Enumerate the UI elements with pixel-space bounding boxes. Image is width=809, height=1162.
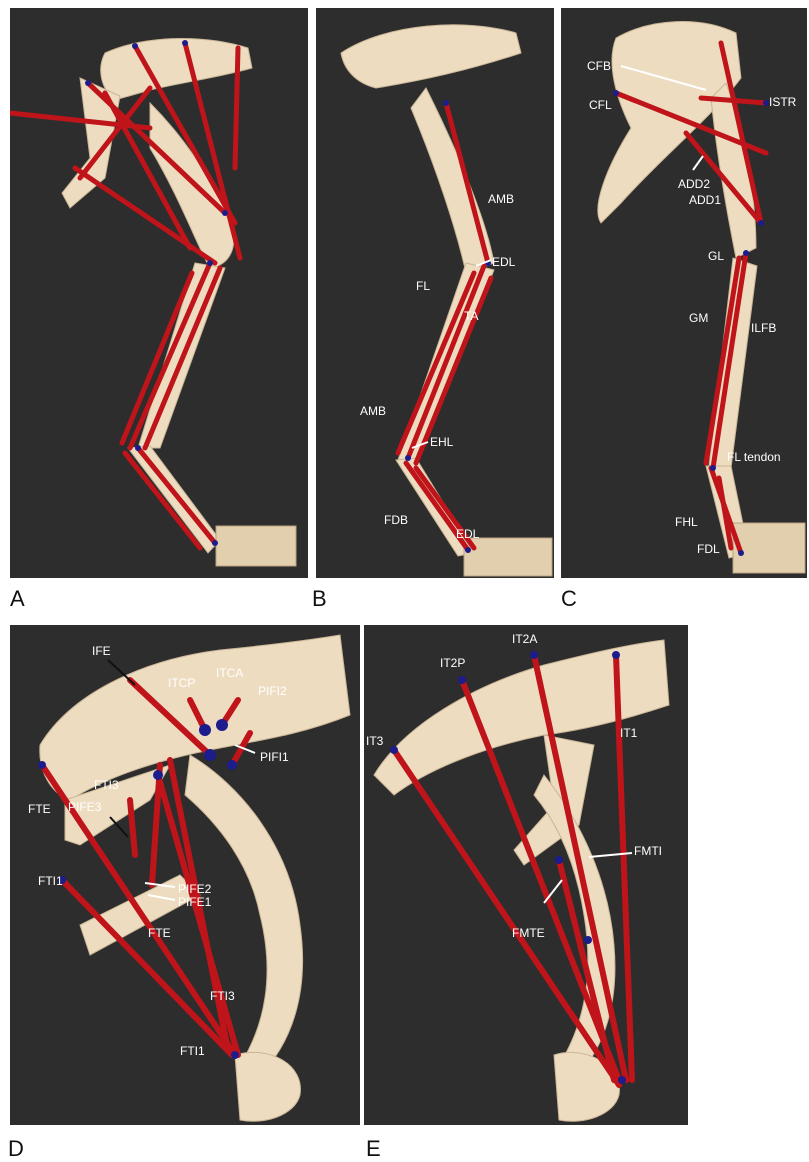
label-pife3: PIFE3	[68, 800, 102, 814]
ischium-bone	[62, 78, 120, 208]
label-fmti: FMTI	[634, 844, 662, 858]
panel-b-figure: AMB EDL FL TA AMB EHL FDB EDL	[316, 8, 554, 578]
label-fti3-upper: FTI3	[94, 778, 119, 792]
panel-a	[10, 8, 308, 578]
tibia-head-bone	[235, 1052, 300, 1121]
pelvis-bone	[101, 38, 252, 100]
label-istr: ISTR	[769, 95, 797, 109]
panel-letter-a: A	[10, 586, 25, 612]
panel-letter-b: B	[312, 586, 327, 612]
label-fti1-lower: FTI1	[180, 1044, 205, 1058]
panel-letter-e: E	[366, 1136, 381, 1162]
label-add1: ADD1	[689, 193, 721, 207]
panel-e: IT2A IT2P IT3 IT1 FMTI FMTE	[364, 625, 688, 1125]
panel-a-figure	[10, 8, 308, 578]
label-fti1-upper: FTI1	[38, 874, 63, 888]
label-fmte: FMTE	[512, 926, 545, 940]
label-pife2: PIFE2	[178, 882, 212, 896]
panel-c: CFB CFL ISTR ADD2 ADD1 GL GM ILFB FL ten…	[561, 8, 807, 578]
label-ife: IFE	[92, 644, 111, 658]
label-it3: IT3	[366, 734, 384, 748]
label-itca: ITCA	[216, 666, 243, 680]
panel-letter-c: C	[561, 586, 577, 612]
label-cfb: CFB	[587, 59, 611, 73]
label-amb-upper: AMB	[488, 192, 514, 206]
label-gl: GL	[708, 249, 724, 263]
label-fte-lower: FTE	[148, 926, 171, 940]
panel-c-figure: CFB CFL ISTR ADD2 ADD1 GL GM ILFB FL ten…	[561, 8, 807, 578]
label-fti3-lower: FTI3	[210, 989, 235, 1003]
label-it2a: IT2A	[512, 632, 537, 646]
foot-block	[216, 526, 296, 566]
panel-d-figure: IFE ITCP ITCA PIFI2 PIFI1 FTI3 FTE PIFE3…	[10, 625, 360, 1125]
label-ta: TA	[464, 309, 478, 323]
label-gm: GM	[689, 311, 708, 325]
label-arrow	[693, 156, 703, 170]
foot-block	[733, 523, 805, 573]
label-ilfb: ILFB	[751, 321, 776, 335]
label-fdb: FDB	[384, 513, 408, 527]
label-itcp: ITCP	[168, 676, 195, 690]
label-fl: FL	[416, 279, 430, 293]
panel-letter-d: D	[8, 1136, 24, 1162]
label-pife1: PIFE1	[178, 895, 212, 909]
label-fdl: FDL	[697, 542, 720, 556]
pelvis-bone	[374, 640, 669, 795]
label-fte-upper: FTE	[28, 802, 51, 816]
label-fhl: FHL	[675, 515, 698, 529]
panel-e-figure: IT2A IT2P IT3 IT1 FMTI FMTE	[364, 625, 688, 1125]
label-edl-lower: EDL	[456, 527, 480, 541]
pelvis-bone	[341, 25, 521, 88]
label-fl-tendon: FL tendon	[727, 450, 781, 464]
label-it1: IT1	[620, 726, 638, 740]
label-it2p: IT2P	[440, 656, 465, 670]
label-pifi1: PIFI1	[260, 750, 289, 764]
label-edl-upper: EDL	[492, 255, 516, 269]
foot-bone	[128, 446, 220, 553]
label-ehl: EHL	[430, 435, 454, 449]
label-amb-lower: AMB	[360, 404, 386, 418]
foot-block	[464, 538, 552, 576]
label-add2: ADD2	[678, 177, 710, 191]
panel-d: IFE ITCP ITCA PIFI2 PIFI1 FTI3 FTE PIFE3…	[10, 625, 360, 1125]
panel-b: AMB EDL FL TA AMB EHL FDB EDL	[316, 8, 554, 578]
label-pifi2: PIFI2	[258, 684, 287, 698]
label-cfl: CFL	[589, 98, 612, 112]
